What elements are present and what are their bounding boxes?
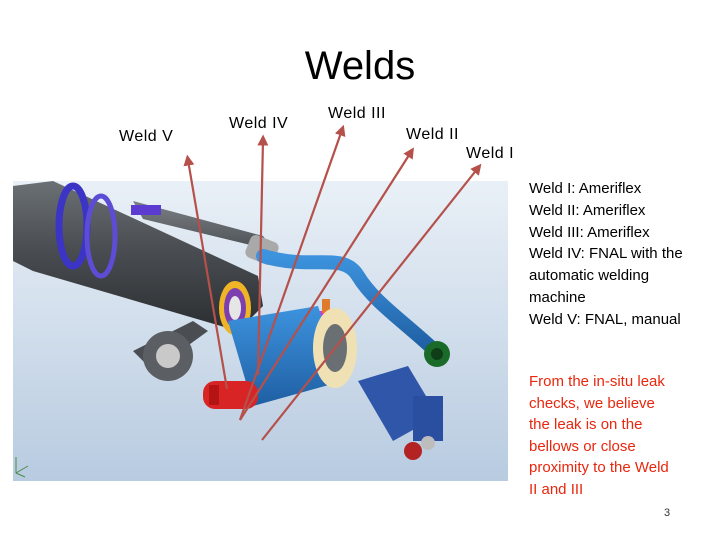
weld-i-label: Weld I — [466, 145, 515, 162]
weld-type-list: Weld I: Ameriflex Weld II: Ameriflex Wel… — [529, 178, 709, 331]
weld-list-item-iv: Weld IV: FNAL with the automatic welding… — [529, 245, 683, 306]
leak-check-note: From the in-situ leak checks, we believe… — [529, 373, 669, 498]
weld-list-item-i: Weld I: Ameriflex — [529, 180, 642, 197]
cad-assembly-image — [13, 181, 508, 481]
weld-iii-label: Weld III — [328, 105, 386, 122]
weld-list-item-v: Weld V: FNAL, manual — [529, 310, 681, 328]
weld-list-item-iii: Weld III: Ameriflex — [529, 223, 650, 241]
weld-v-label: Weld V — [119, 128, 174, 145]
slide-title: Welds — [304, 44, 416, 88]
weld-list-item-ii: Weld II: Ameriflex — [529, 201, 646, 219]
page-number: 3 — [664, 507, 671, 519]
weld-iv-label: Weld IV — [229, 115, 289, 132]
weld-ii-label: Weld II — [406, 126, 459, 143]
